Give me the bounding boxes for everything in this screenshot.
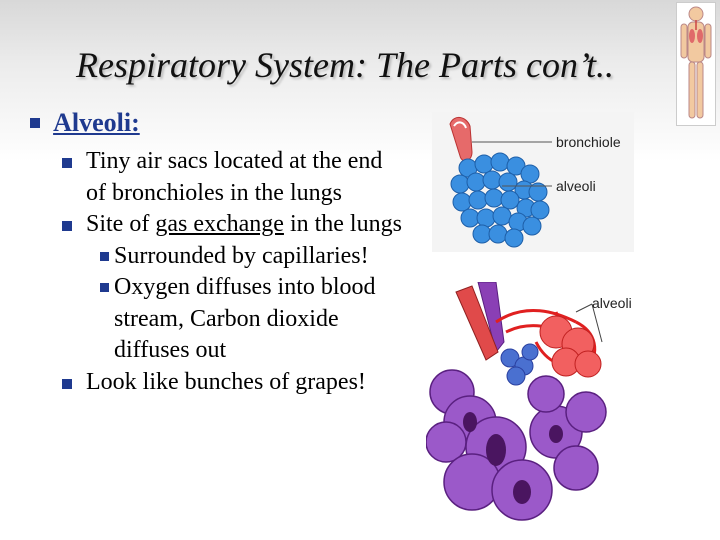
bullet-text-pre: Site of: [86, 211, 156, 237]
sub-bullet-item: Surrounded by capillaries!: [62, 241, 402, 273]
bullet-square-icon: [62, 378, 72, 389]
bullet-square-icon: [100, 251, 109, 261]
bullet-list: Tiny air sacs located at the end of bron…: [62, 146, 402, 398]
bullet-square-icon: [100, 283, 109, 292]
heading-text: Alveoli:: [53, 108, 140, 137]
bullet-item: Tiny air sacs located at the end of bron…: [62, 146, 402, 209]
label-bronchiole: bronchiole: [556, 134, 621, 150]
sub-bullet-text: Oxygen diffuses into blood stream, Carbo…: [114, 274, 376, 363]
sub-bullet-text: Surrounded by capillaries!: [114, 242, 369, 269]
label-alveoli-top: alveoli: [556, 178, 596, 194]
alveoli-capillaries-illustration: alveoli: [426, 282, 632, 521]
alveoli-cluster-illustration: bronchiole alveoli: [432, 112, 634, 252]
human-body-icon: [676, 2, 716, 126]
label-alveoli-bottom: alveoli: [592, 295, 632, 311]
slide-title: Respiratory System: The Parts con’t..: [76, 45, 614, 85]
sub-bullet-item: Oxygen diffuses into blood stream, Carbo…: [62, 272, 402, 367]
bullet-text: Tiny air sacs located at the end of bron…: [86, 148, 383, 206]
bullet-item: Site of gas exchange in the lungs: [62, 209, 402, 241]
bullet-item: Look like bunches of grapes!: [62, 367, 402, 399]
bullet-text: Look like bunches of grapes!: [86, 368, 366, 395]
bullet-square-icon: [30, 118, 40, 129]
bullet-text-underlined: gas exchange: [155, 211, 284, 237]
heading-alveoli: Alveoli:: [30, 108, 140, 138]
bullet-square-icon: [62, 158, 72, 168]
bullet-square-icon: [62, 221, 72, 231]
bullet-text-post: in the lungs: [283, 211, 402, 237]
